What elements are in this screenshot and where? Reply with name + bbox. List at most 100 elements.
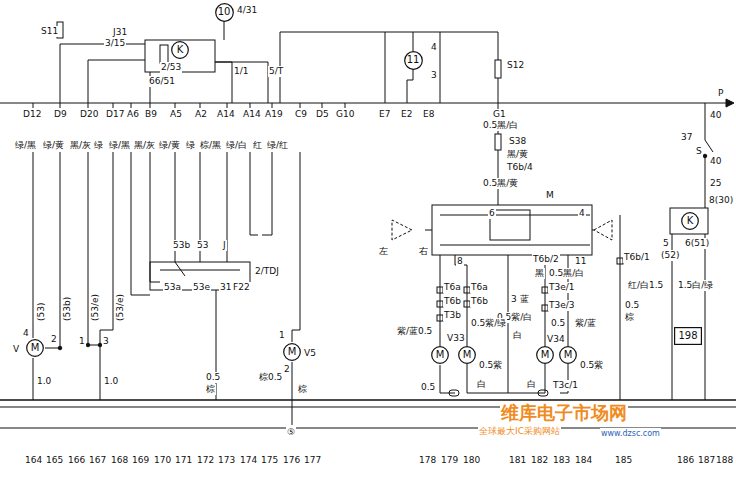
wire-label: 绿 — [93, 140, 104, 151]
wire-label: 3 — [102, 336, 110, 347]
wire-label: G1 — [492, 109, 507, 120]
symbol-shape — [172, 42, 189, 59]
wire-label: 3 — [510, 294, 518, 305]
wire-label: 0.5黑/黄 — [482, 178, 519, 189]
wire-label: 178 — [418, 455, 437, 466]
wire-label: 177 — [303, 455, 322, 466]
wire-label: D9 — [53, 109, 68, 120]
wire-label: V — [12, 344, 20, 355]
wire-label: 0.5 — [205, 372, 221, 383]
wire-line — [392, 220, 412, 240]
wire-line — [100, 345, 101, 400]
wire-label: 绿/黑 — [14, 140, 37, 151]
wire-label: 2/TDJ — [254, 266, 280, 277]
wire-label: 1/1 — [233, 66, 249, 77]
wire-label: 2 — [50, 334, 58, 345]
wire-label: J — [222, 240, 227, 251]
wire-label: 绿/白 — [225, 140, 248, 151]
wire-label: 绿/黄 — [158, 140, 181, 151]
wire-label: S — [695, 146, 703, 157]
wire-label: 66/51 — [148, 76, 176, 87]
watermark: www.dzsc.com — [600, 428, 661, 439]
wire-line — [58, 346, 62, 350]
wire-label: T6b — [470, 296, 489, 307]
wire-label: 棕/黑 — [199, 140, 222, 151]
wire-label: 180 — [462, 455, 481, 466]
wire-line — [33, 152, 34, 338]
symbol-shape — [284, 344, 301, 361]
wire-label: S11 — [40, 26, 59, 37]
wire-line — [594, 220, 612, 240]
wire-label: 40 — [709, 110, 722, 121]
wire-label: 8 — [456, 256, 464, 267]
symbol-text: M — [26, 342, 44, 354]
wire-label: D17 — [105, 109, 125, 120]
wire-label: 蓝 — [519, 294, 530, 305]
wire-label: T6b/2 — [532, 254, 560, 265]
symbol-text: K — [681, 215, 699, 227]
wire-label: 184 — [574, 455, 593, 466]
wire-line — [145, 40, 215, 72]
wire-label: A5 — [169, 109, 183, 120]
wire-label: V5 — [303, 348, 317, 359]
wire-label: 0.5紫 — [579, 360, 604, 371]
wire-label: D20 — [79, 109, 99, 120]
wire-label: 绿 — [185, 140, 196, 151]
wire-label: T3c/1 — [552, 380, 579, 391]
wire-label: 黑/灰 — [133, 140, 156, 151]
wire-line — [33, 103, 345, 108]
symbol-shape — [682, 213, 699, 230]
wire-line — [160, 45, 168, 63]
wire-line — [160, 262, 240, 276]
wire-label: 右 — [418, 246, 429, 257]
wire-line — [224, 21, 225, 40]
wire-label: 5/T — [268, 66, 284, 77]
wire-label: 175 — [260, 455, 279, 466]
wire-line — [292, 152, 300, 342]
wire-label: 1.0 — [36, 376, 52, 387]
wire-label: 0.5紫/绿 — [470, 318, 507, 329]
symbol-shape — [432, 347, 449, 364]
wire-label: 棕 — [297, 384, 308, 395]
wire-label: 25 — [709, 178, 722, 189]
wire-label: 绿/黄 — [42, 140, 65, 151]
wire-label: (53) — [36, 302, 47, 322]
wire-label: C9 — [294, 109, 308, 120]
wire-line — [131, 152, 150, 295]
wire-label: A19 — [264, 109, 284, 120]
wire-line — [215, 62, 232, 103]
motor-relay-circle: M — [283, 343, 301, 361]
wire-label: G10 — [335, 109, 355, 120]
symbol-text: K — [171, 44, 189, 56]
wire-label: F22 — [232, 282, 251, 293]
wire-label: (53/e) — [115, 293, 126, 322]
wire-label: 186 — [676, 455, 695, 466]
wire-label: T6a — [443, 282, 462, 293]
symbol-text: 10 — [215, 6, 234, 18]
wire-label: 紫/蓝 — [574, 318, 597, 329]
wire-label: 170 — [153, 455, 172, 466]
symbol-shape — [537, 347, 554, 364]
wire-label: S38 — [508, 136, 527, 147]
wire-label: 红/白1.5 — [627, 280, 664, 291]
wire-line — [432, 205, 592, 255]
symbol-text: M — [536, 349, 554, 361]
wire-label: 4 — [578, 208, 586, 219]
wire-label: 4/31 — [236, 5, 258, 16]
wire-label: 182 — [530, 455, 549, 466]
wire-label: A14 — [242, 109, 262, 120]
wire-label: 31 — [219, 282, 232, 293]
symbol-text: M — [431, 349, 449, 361]
wire-line — [0, 103, 728, 104]
wire-label: D5 — [315, 109, 330, 120]
wire-line — [385, 32, 386, 103]
wire-label: D12 — [22, 109, 42, 120]
wire-label: E7 — [378, 109, 391, 120]
wire-label: 183 — [552, 455, 571, 466]
wire-label: 181 — [508, 455, 527, 466]
wire-line — [0, 399, 736, 401]
wire-label: 8(30) — [708, 195, 734, 206]
wire-label: 0.5黑/白 — [548, 268, 585, 279]
wire-label: 187 — [697, 455, 716, 466]
